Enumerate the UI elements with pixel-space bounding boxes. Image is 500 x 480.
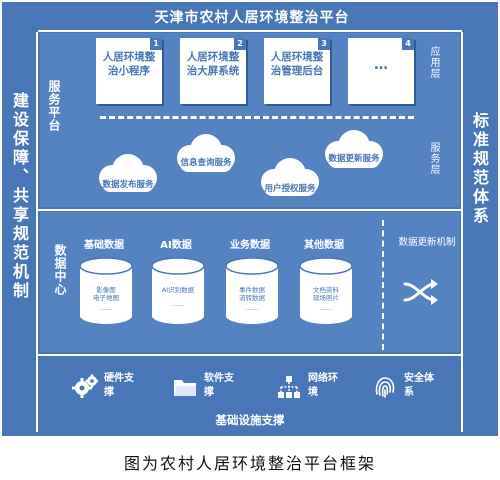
update-divider	[382, 220, 384, 350]
divider-left	[36, 32, 38, 432]
db-item: 影像图	[96, 286, 116, 294]
service-name: 数据发布服务	[102, 180, 154, 190]
cloud-icon	[99, 154, 157, 192]
cloud-icon	[261, 158, 319, 196]
service-name: 用户授权服务	[264, 184, 316, 194]
app-number: 1	[150, 38, 162, 50]
database-business: 事件数据 流转数据 ……	[224, 256, 280, 326]
database-ai: AI识别数据 ……	[150, 256, 206, 326]
shuffle-icon	[403, 279, 438, 305]
platform-title: 天津市农村人居环境整治平台	[154, 10, 350, 26]
right-label-column: 标准规范体系	[462, 32, 496, 400]
cloud-data-publish: 数据发布服务	[90, 152, 166, 196]
cloud-icon	[325, 130, 383, 168]
left-label: 建设保障、共享规范机制	[10, 92, 29, 301]
app-name: 人居环境整治管理后台	[270, 51, 324, 77]
infra-software-label: 软件支撑	[204, 373, 234, 398]
database-icon	[151, 257, 205, 324]
infra-security-label: 安全体系	[404, 373, 434, 398]
data-center-label: 数据中心	[53, 244, 67, 296]
figure-caption: 图为农村人居环境整治平台框架	[123, 454, 376, 473]
database-icon	[225, 257, 279, 324]
application-layer-label: 应用层	[428, 46, 439, 79]
folder-icon	[174, 380, 196, 396]
category-business-data: 业务数据	[230, 240, 270, 251]
app-card-admin: 3 人居环境整治管理后台	[264, 38, 330, 104]
db-item: 现场照片	[313, 294, 339, 302]
app-card-mini-program: 1 人居环境整治小程序	[96, 38, 162, 104]
right-label: 标准规范体系	[470, 112, 489, 226]
app-name: 人居环境整治小程序	[102, 51, 156, 77]
app-number: 4	[402, 38, 414, 50]
database-basic: 影像图 电子地图 ……	[78, 256, 134, 326]
app-name: 人居环境整治大屏系统	[186, 51, 240, 77]
cloud-icon	[177, 134, 235, 172]
db-item: 电子地图	[93, 294, 119, 302]
divider-data-infra	[38, 354, 462, 356]
category-basic-data: 基础数据	[84, 240, 124, 251]
db-item: 流转数据	[239, 294, 265, 302]
category-ai-data: AI数据	[160, 240, 192, 251]
service-platform-label: 服务平台	[47, 80, 61, 132]
app-number: 3	[318, 38, 330, 50]
infrastructure-title: 基础设施支撑	[215, 413, 285, 427]
fingerprint-icon	[375, 377, 395, 398]
divider-service-data	[38, 209, 462, 211]
db-item: ……	[99, 304, 113, 312]
gears-icon	[72, 374, 98, 398]
db-item: ……	[171, 300, 185, 308]
app-name: …	[374, 57, 388, 73]
infra-network-label: 网络环境	[308, 373, 338, 398]
database-icon	[79, 257, 133, 324]
db-item: ……	[319, 304, 333, 312]
app-number: 2	[234, 38, 246, 50]
service-layer-label: 服务层	[428, 142, 439, 175]
database-icon	[299, 257, 353, 324]
cloud-data-update: 数据更新服务	[316, 128, 392, 172]
data-update-mechanism-label: 数据更新机制	[398, 237, 456, 248]
divider-top	[38, 30, 462, 32]
divider-right	[461, 32, 463, 432]
db-item: AI识别数据	[161, 286, 195, 294]
category-other-data: 其他数据	[304, 240, 344, 251]
app-card-more: 4 …	[348, 38, 414, 104]
service-name: 信息查询服务	[180, 158, 232, 168]
app-card-big-screen: 2 人居环境整治大屏系统	[180, 38, 246, 104]
db-item: 事件数据	[239, 286, 265, 294]
cloud-info-query: 信息查询服务	[168, 132, 244, 176]
service-name: 数据更新服务	[328, 154, 380, 164]
layer-divider	[100, 116, 414, 119]
infra-hardware-label: 硬件支撑	[104, 373, 134, 398]
cloud-user-auth: 用户授权服务	[252, 156, 328, 200]
db-item: 文档资料	[313, 286, 339, 294]
network-icon	[278, 376, 300, 398]
db-item: ……	[245, 304, 259, 312]
left-label-column: 建设保障、共享规范机制	[2, 32, 36, 400]
database-other: 文档资料 现场照片 ……	[298, 256, 354, 326]
